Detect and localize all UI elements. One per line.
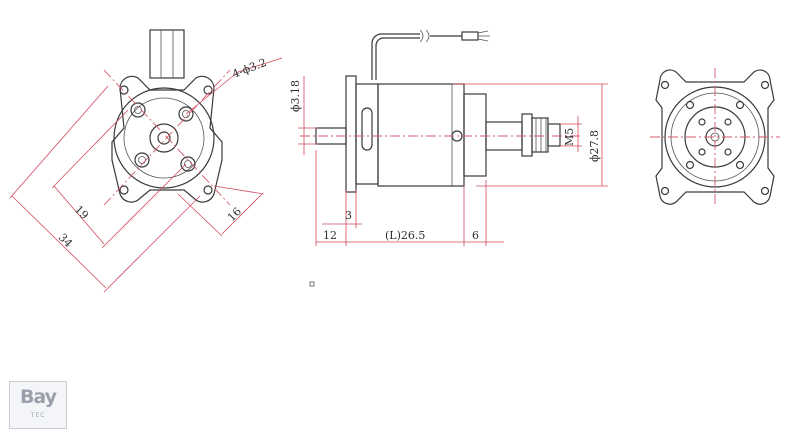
bolt-circle-dim-label: 19: [72, 203, 91, 222]
front-view: 4-ϕ3.2 34 19 16: [9, 29, 283, 293]
shaft-len-dim-label: 12: [323, 229, 337, 242]
thread-dim-label: M5: [563, 128, 576, 146]
arm-width-dim-label: 16: [225, 205, 244, 224]
flange-thk-dim-label: 3: [345, 209, 352, 222]
rear-holes: [685, 100, 745, 170]
rear-view: [650, 68, 780, 206]
logo-subtext: TEC: [30, 412, 46, 419]
logo-text: Bay: [19, 386, 57, 408]
shaft-dia-dim-label: ϕ3.18: [289, 80, 302, 112]
screw-holes: [130, 102, 196, 172]
mount-diag-dim-label: 34: [56, 231, 75, 250]
holes-dim-label: 4-ϕ3.2: [230, 56, 268, 81]
side-view: ϕ3.18 ϕ27.8 M5 3 12 (L)26.5 6: [289, 29, 608, 287]
bay-tec-logo: Bay TEC: [9, 381, 67, 429]
mount-cross-outline: [111, 75, 223, 203]
rear-mount-outline: [655, 69, 775, 205]
prop-len-dim-label: 6: [472, 229, 479, 242]
body-len-dim-label: (L)26.5: [385, 229, 425, 242]
body-dia-dim-label: ϕ27.8: [588, 130, 601, 162]
